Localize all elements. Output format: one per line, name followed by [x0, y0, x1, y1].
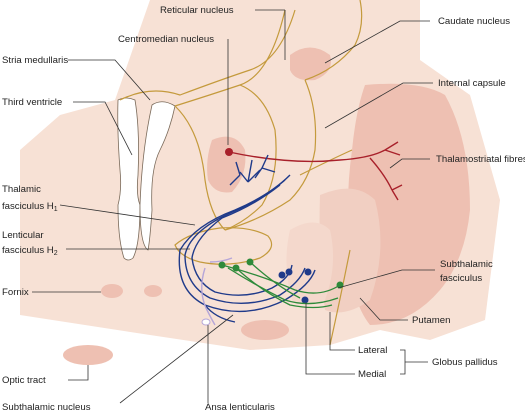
label-h2-subscript: 2	[54, 250, 58, 257]
subthalamic-oval	[144, 285, 162, 297]
blue-dot	[278, 271, 286, 279]
label-lenticular-fasciculus-h2: fasciculus H2	[2, 245, 58, 257]
label-thalamostriatal-fibres: Thalamostriatal fibres	[436, 154, 525, 165]
label-thalamic-fasciculus-h1: fasciculus H1	[2, 201, 58, 213]
blue-dot	[304, 268, 312, 276]
ansa-lenticularis-oval	[201, 318, 211, 326]
label-globus-pallidus: Globus pallidus	[432, 357, 498, 368]
blue-dot	[301, 296, 309, 304]
green-dot	[246, 258, 254, 266]
label-putamen: Putamen	[412, 315, 450, 326]
label-internal-capsule: Internal capsule	[438, 78, 506, 89]
label-lateral: Lateral	[358, 345, 387, 356]
globus-pallidus-medial-shape	[286, 222, 334, 305]
label-ansa-lenticularis: Ansa lenticularis	[205, 402, 275, 413]
fiber-lavender	[201, 257, 233, 326]
label-h1-subscript: 1	[54, 206, 58, 213]
label-subthalamic-fasciculus: Subthalamic	[440, 259, 493, 270]
label-centromedian-nucleus: Centromedian nucleus	[118, 34, 214, 45]
thalamus-outline	[119, 0, 363, 346]
green-dot	[218, 261, 226, 269]
label-thalamic-fasciculus-text: fasciculus H	[2, 201, 54, 212]
centromedian-dot	[225, 148, 233, 156]
label-medial: Medial	[358, 369, 386, 380]
label-subthalamic-fasciculus-2: fasciculus	[440, 273, 482, 284]
label-third-ventricle: Third ventricle	[2, 97, 62, 108]
label-subthalamic-nucleus: Subthalamic nucleus	[2, 402, 91, 413]
label-caudate-nucleus: Caudate nucleus	[438, 16, 510, 27]
optic-tract-shape	[63, 345, 113, 365]
leader-lines	[32, 9, 435, 404]
label-lenticular-fasciculus: Lenticular	[2, 230, 44, 241]
thalamostriatal-fibres	[228, 141, 403, 201]
third-ventricle-shape	[117, 97, 141, 261]
caudate-nucleus-shape	[290, 47, 331, 81]
label-fornix: Fornix	[2, 287, 29, 298]
label-stria-medullaris: Stria medullaris	[2, 55, 68, 66]
blue-dot	[285, 268, 293, 276]
fiber-green	[221, 261, 341, 309]
green-dot	[232, 264, 240, 272]
label-thalamic-fasciculus: Thalamic	[2, 184, 41, 195]
label-reticular-nucleus: Reticular nucleus	[160, 5, 234, 16]
fornix-shape	[101, 284, 123, 298]
subthalamic-nucleus-shape	[241, 320, 289, 340]
label-optic-tract: Optic tract	[2, 375, 46, 386]
label-lenticular-fasciculus-text: fasciculus H	[2, 245, 54, 256]
